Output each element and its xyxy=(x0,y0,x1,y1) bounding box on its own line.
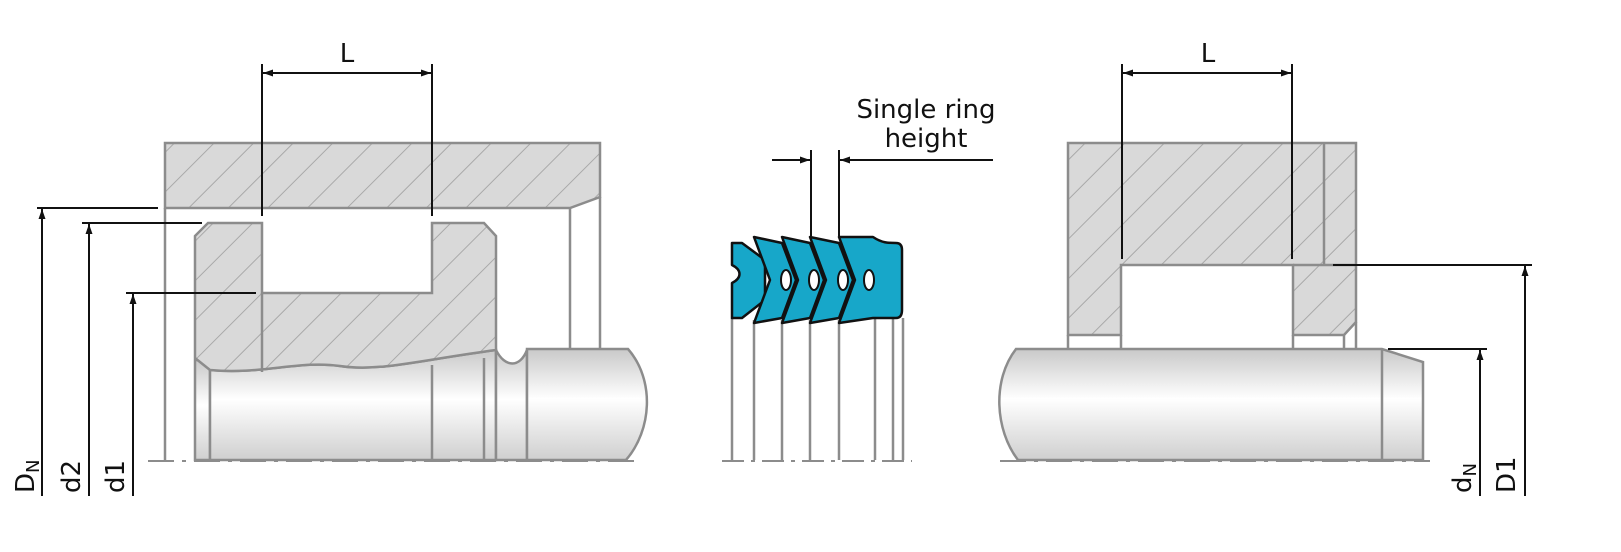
right-assembly: L dN D1 xyxy=(998,39,1532,496)
single-ring-height-label-line1: Single ring xyxy=(856,95,995,125)
DN-label-sub: N xyxy=(23,460,44,473)
right-rod xyxy=(998,347,1425,462)
seal-vring-2 xyxy=(780,235,826,325)
seal-vring-1 xyxy=(752,235,798,325)
seal-vring-3 xyxy=(808,235,855,325)
left-rod-neck xyxy=(494,349,529,462)
left-assembly: L DN d2 d1 xyxy=(11,39,649,496)
right-housing xyxy=(1066,141,1358,337)
left-rod xyxy=(193,358,212,462)
dN-label-sub: N xyxy=(1460,463,1481,476)
right-housing-gap-lines xyxy=(1066,322,1358,349)
seal-set: Single ring height xyxy=(722,95,996,462)
left-L-label: L xyxy=(340,39,355,69)
left-rod-end xyxy=(525,347,649,462)
d2-label: d2 xyxy=(57,460,87,493)
DN-label: DN xyxy=(11,460,44,494)
single-ring-height-label-line2: height xyxy=(885,124,968,154)
dN-label-main: d xyxy=(1448,476,1478,493)
D1-label: D1 xyxy=(1492,456,1522,493)
seal-guide-lines xyxy=(730,318,905,460)
left-housing xyxy=(163,141,602,210)
right-L-label: L xyxy=(1201,39,1216,69)
seal-ring-holes xyxy=(780,269,875,291)
d1-label: d1 xyxy=(101,460,131,493)
DN-label-main: D xyxy=(11,473,41,493)
dN-label: dN xyxy=(1448,463,1481,493)
left-gland xyxy=(193,221,498,373)
